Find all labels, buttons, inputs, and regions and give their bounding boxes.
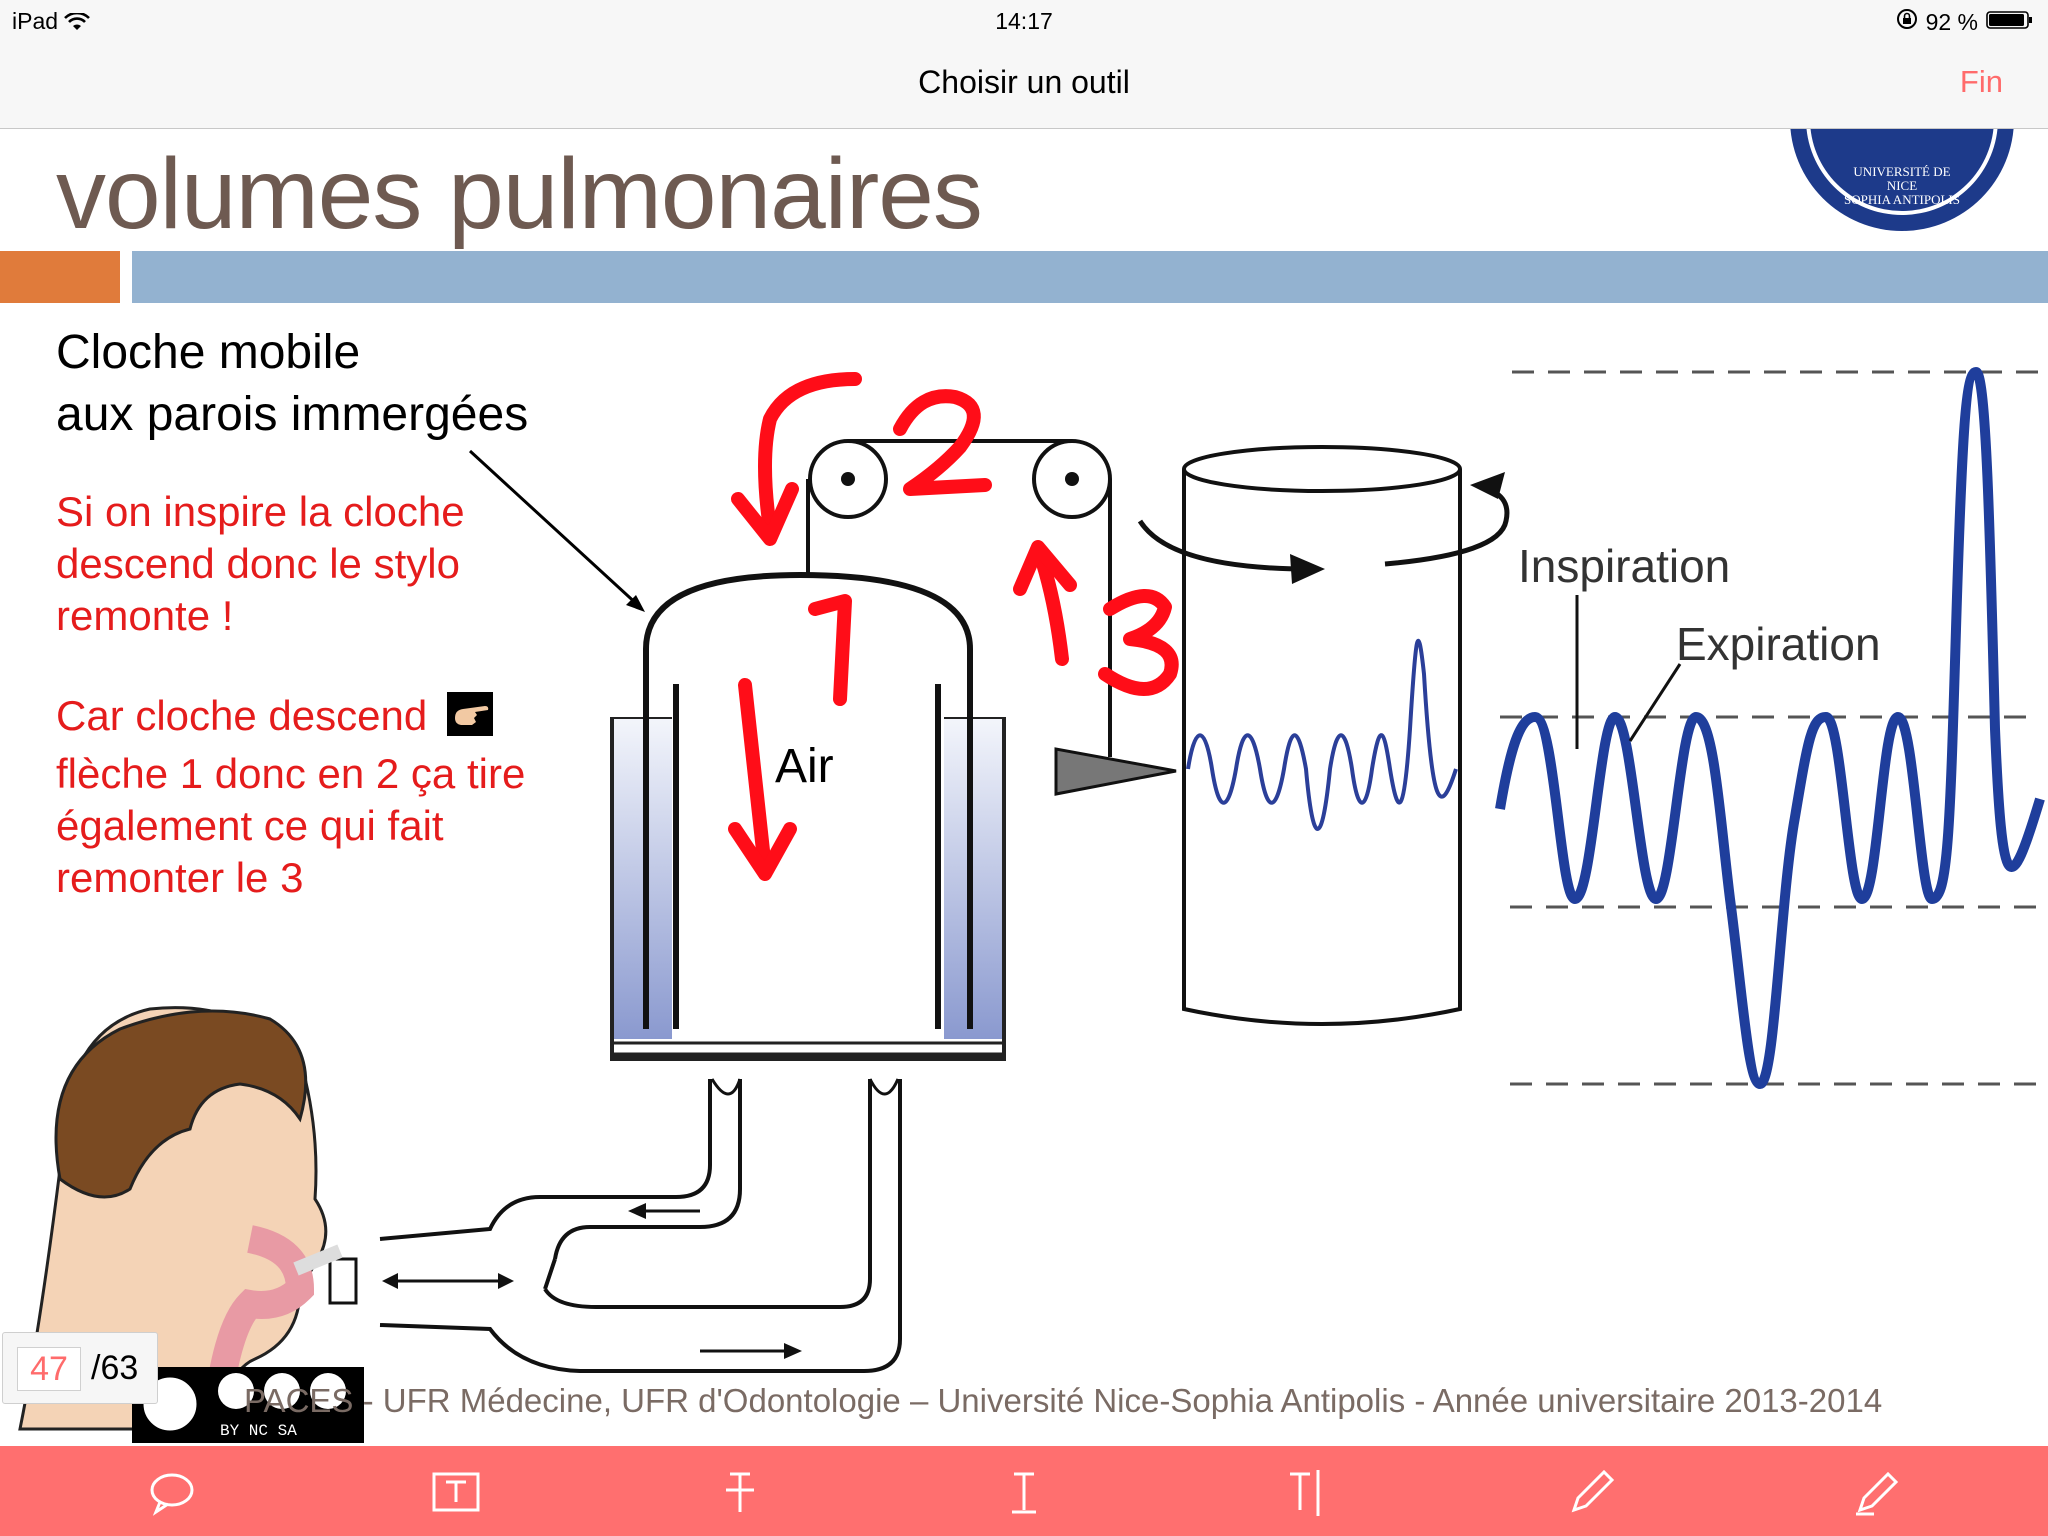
annotation-line: Car cloche descend <box>56 690 525 748</box>
comment-tool-button[interactable] <box>140 1460 204 1524</box>
device-label: iPad <box>12 8 59 34</box>
highlighter-icon <box>1856 1471 1899 1516</box>
slide-title: volumes pulmonaires <box>56 138 983 250</box>
total-pages: /63 <box>91 1349 139 1387</box>
university-logo: UNIVERSITÉ DE NICE SOPHIA ANTIPOLIS <box>1790 129 2014 231</box>
strikethrough-tool-button[interactable] <box>708 1460 772 1524</box>
annotation-line: Si on inspire la cloche <box>56 488 465 535</box>
cc-license-label: BY NC SA <box>220 1422 297 1440</box>
rotation-lock-icon <box>1896 8 1918 36</box>
svg-text:UNIVERSITÉ DE: UNIVERSITÉ DE <box>1853 164 1950 179</box>
speech-bubble-icon <box>150 1473 194 1516</box>
annotation-line: flèche 1 donc en 2 ça tire <box>56 750 526 797</box>
air-label: Air <box>775 740 834 793</box>
status-left: iPad <box>12 8 91 35</box>
bell-caption-line: Cloche mobile <box>56 326 361 379</box>
annotation-text-2: Car cloche descend flèche 1 donc en 2 ça… <box>56 690 525 904</box>
battery-icon <box>1986 9 2034 36</box>
annotation-toolbar <box>0 1446 2048 1536</box>
annotation-line: remonte ! <box>56 592 234 639</box>
accent-bar-blue <box>132 251 2048 303</box>
status-right: 92 % <box>1896 8 2034 36</box>
battery-percent: 92 % <box>1925 8 1978 35</box>
slide-footer: PACES - UFR Médecine, UFR d'Odontologie … <box>244 1382 1883 1419</box>
text-box-tool-button[interactable] <box>424 1460 488 1524</box>
text-box-icon <box>432 1472 480 1512</box>
spirometer-diagram <box>18 366 2045 1443</box>
slide-content: volumes pulmonaires UNIVERSITÉ DE NICE S… <box>0 129 2048 1446</box>
svg-text:NICE: NICE <box>1887 178 1917 193</box>
insert-text-icon <box>1012 1472 1036 1514</box>
annotation-number-3: 3 <box>1 130 2 131</box>
pointing-hand-icon <box>446 692 493 748</box>
page-counter[interactable]: 47 /63 <box>2 1332 158 1404</box>
nav-title: Choisir un outil <box>918 64 1130 100</box>
expiration-label: Expiration <box>1676 618 1881 670</box>
pencil-icon <box>1571 1469 1615 1513</box>
current-page-field[interactable]: 47 <box>17 1347 81 1391</box>
annotation-line: descend donc le stylo <box>56 540 460 587</box>
inspiration-label: Inspiration <box>1518 540 1731 592</box>
highlighter-tool-button[interactable] <box>1844 1460 1908 1524</box>
bell-caption: Cloche mobile aux parois immergées <box>56 322 528 446</box>
done-button[interactable]: Fin <box>1959 64 2003 99</box>
annotation-line: également ce qui fait <box>56 802 444 849</box>
pen-tool-button[interactable] <box>1560 1460 1624 1524</box>
text-cursor-icon <box>1290 1470 1320 1516</box>
wifi-icon <box>64 8 91 34</box>
svg-text:SOPHIA ANTIPOLIS: SOPHIA ANTIPOLIS <box>1844 192 1960 207</box>
insert-text-tool-button[interactable] <box>992 1460 1056 1524</box>
bell-caption-line: aux parois immergées <box>56 388 529 441</box>
accent-bar-orange <box>0 251 120 303</box>
strikethrough-icon <box>726 1472 754 1512</box>
status-bar: iPad 14:17 92 % <box>0 0 2048 40</box>
annotation-line-text: Car cloche descend <box>56 692 428 739</box>
annotation-text-1: Si on inspire la cloche descend donc le … <box>56 486 465 642</box>
annotation-line: remonter le 3 <box>56 854 304 901</box>
navigation-bar: Choisir un outil Fin <box>0 40 2048 129</box>
text-cursor-tool-button[interactable] <box>1276 1460 1340 1524</box>
status-time: 14:17 <box>995 8 1053 34</box>
